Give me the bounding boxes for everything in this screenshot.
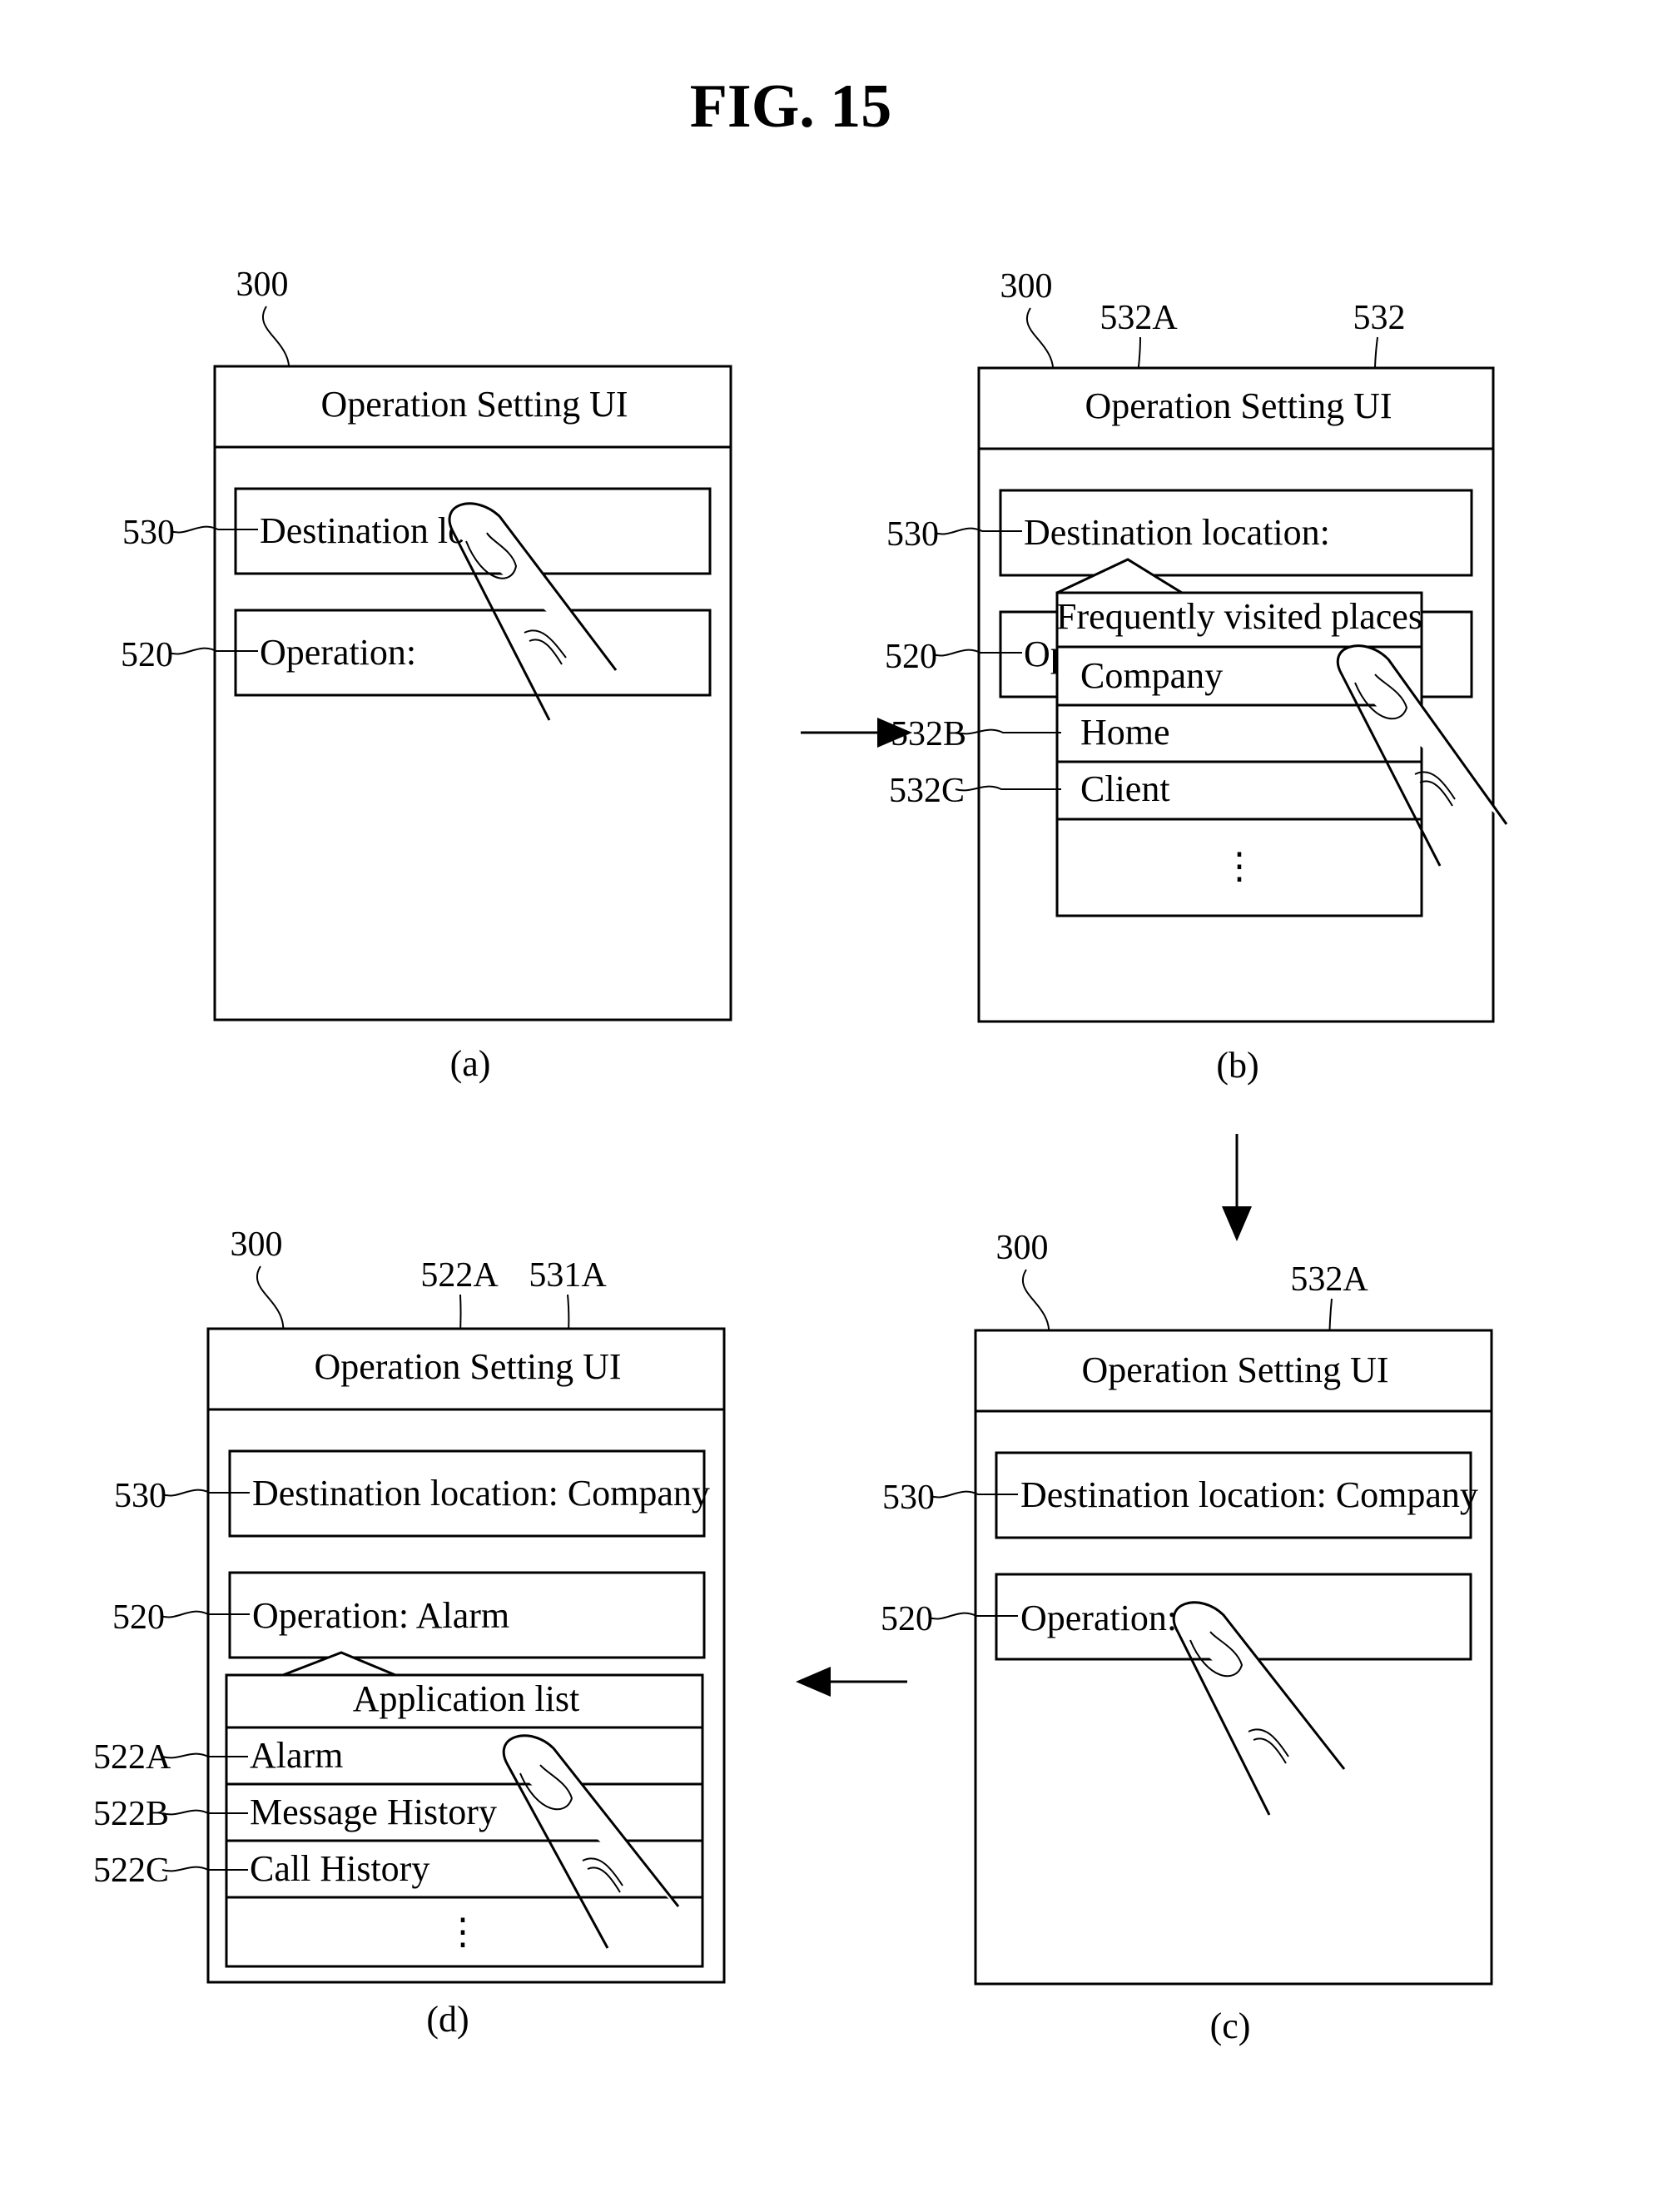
operation-ref-label: 520 (121, 636, 173, 674)
list-item-call-history[interactable]: Call History (250, 1848, 429, 1889)
header-title: Operation Setting UI (314, 1346, 621, 1387)
destination-ref-label: 530 (882, 1479, 935, 1517)
list-item-company[interactable]: Company (1080, 655, 1223, 696)
destination-field-label: Destination location: (1024, 512, 1330, 553)
panel-d: 300 522A 531A Operation Setting UI Desti… (93, 1225, 724, 1982)
header-title: Operation Setting UI (320, 384, 628, 425)
alarm-ref-label: 522A (93, 1738, 171, 1777)
caption-c: (c) (1210, 2006, 1251, 2046)
device-ref-label: 300 (231, 1225, 283, 1264)
destination-ref-label: 530 (122, 514, 175, 552)
operation-ref-label: 520 (881, 1600, 933, 1638)
caption-d: (d) (426, 1999, 469, 2040)
device-ref-label: 300 (236, 266, 289, 304)
header-title: Operation Setting UI (1085, 385, 1392, 426)
alarm-ref-top-label: 522A (420, 1256, 499, 1295)
popup-ref-label: 532 (1353, 299, 1406, 337)
header-title: Operation Setting UI (1081, 1350, 1388, 1390)
popup-title: Frequently visited places (1056, 596, 1422, 637)
list-item-home[interactable]: Home (1080, 712, 1170, 753)
destination-ref-label: 530 (114, 1477, 166, 1515)
popup-list: Frequently visited places Company Home C… (1056, 559, 1422, 916)
panel-a: 300 Operation Setting UI Destination loc… (121, 266, 731, 1020)
operation-ref-label: 520 (112, 1598, 165, 1637)
panel-b: 300 532A 532 Operation Setting UI Destin… (885, 267, 1507, 1021)
list-item-alarm[interactable]: Alarm (250, 1735, 343, 1776)
company-ref-label: 531A (529, 1256, 607, 1295)
message-history-ref-label: 522B (93, 1795, 169, 1833)
list-item-message-history[interactable]: Message History (250, 1792, 497, 1832)
operation-field-label: Operation: (260, 632, 416, 673)
selected-item-ref: 532A (1100, 299, 1178, 337)
list-item-client[interactable]: Client (1080, 768, 1170, 809)
popup-list: Application list Alarm Message History C… (226, 1653, 702, 1966)
destination-field-label: Destination location: Company (1020, 1474, 1478, 1515)
more-items-indicator: ⋮ (1221, 846, 1258, 887)
caption-b: (b) (1216, 1045, 1258, 1086)
figure-title: FIG. 15 (690, 72, 892, 141)
operation-field-label: Operation: (1020, 1598, 1177, 1638)
call-history-ref-label: 522C (93, 1852, 169, 1890)
destination-ref-label: 530 (886, 515, 939, 554)
home-ref-label: 532B (891, 715, 966, 753)
client-ref-label: 532C (889, 772, 965, 810)
panel-c: 300 532A Operation Setting UI Destinatio… (881, 1229, 1492, 1984)
more-items-indicator: ⋮ (444, 1911, 481, 1952)
caption-a: (a) (450, 1043, 491, 1084)
device-ref-label: 300 (996, 1229, 1049, 1267)
operation-ref-label: 520 (885, 638, 937, 676)
device-ref-label: 300 (1000, 267, 1053, 306)
operation-field-label: Operation: Alarm (252, 1595, 509, 1636)
selected-item-ref: 532A (1290, 1260, 1368, 1299)
popup-title: Application list (353, 1678, 580, 1719)
destination-field-label: Destination location: Company (252, 1473, 710, 1514)
